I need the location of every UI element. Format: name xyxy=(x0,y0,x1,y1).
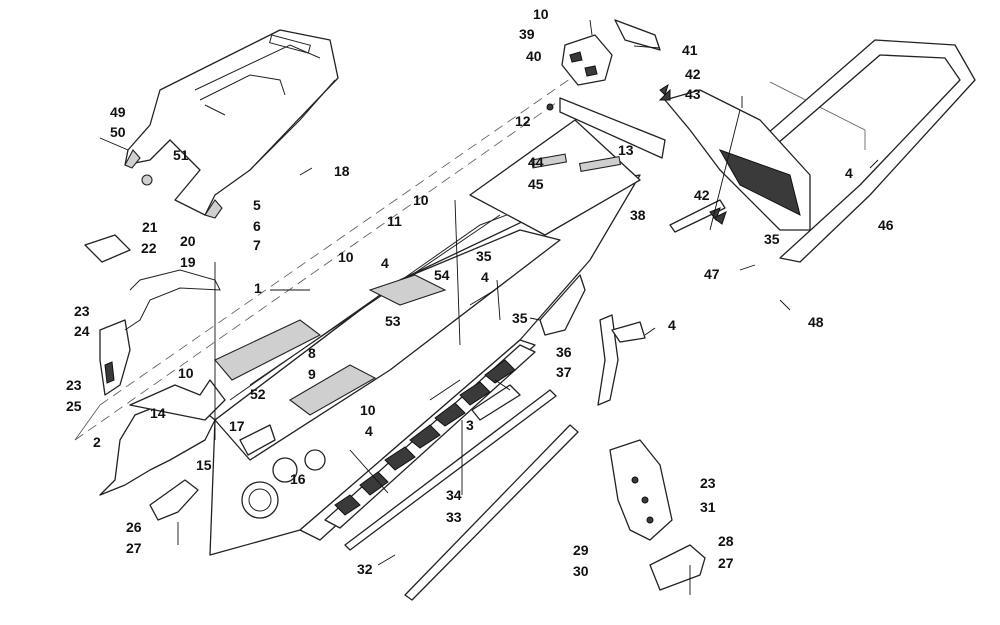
callout-label: 6 xyxy=(253,218,261,234)
callout-label: 22 xyxy=(141,240,157,256)
callout-label: 37 xyxy=(556,364,572,380)
callout-label: 7 xyxy=(253,237,261,253)
callout-label: 10 xyxy=(178,365,194,381)
callout-label: 25 xyxy=(66,398,82,414)
callout-label: 10 xyxy=(533,6,549,22)
callout-label: 28 xyxy=(718,533,734,549)
callout-label: 18 xyxy=(334,163,350,179)
callout-label: 24 xyxy=(74,323,90,339)
callout-label: 46 xyxy=(878,217,894,233)
callout-label: 9 xyxy=(308,366,316,382)
top-bracket xyxy=(561,19,661,86)
callout-label: 10 xyxy=(338,249,354,265)
callout-label: 33 xyxy=(446,509,462,525)
callout-label: 4 xyxy=(481,269,489,285)
callout-label: 26 xyxy=(126,519,142,535)
callout-label: 1 xyxy=(254,280,262,296)
callout-label: 4 xyxy=(381,255,389,271)
callout-label: 13 xyxy=(618,142,634,158)
callout-label: 12 xyxy=(515,113,531,129)
callout-label: 48 xyxy=(808,314,824,330)
callout-labels: 10 39 40 41 42 43 49 50 51 12 13 44 45 4… xyxy=(66,6,894,579)
callout-label: 16 xyxy=(290,471,306,487)
leader-lines xyxy=(177,19,879,595)
callout-label: 23 xyxy=(66,377,82,393)
callout-label: 47 xyxy=(704,266,720,282)
callout-label: 10 xyxy=(360,402,376,418)
callout-label: 41 xyxy=(682,42,698,58)
callout-label: 21 xyxy=(142,219,158,235)
callout-label: 23 xyxy=(74,303,90,319)
tunnel-chassis xyxy=(209,174,641,556)
callout-label: 10 xyxy=(413,192,429,208)
callout-label: 54 xyxy=(434,267,450,283)
callout-label: 4 xyxy=(365,423,373,439)
callout-label: 34 xyxy=(446,487,462,503)
callout-label: 29 xyxy=(573,542,589,558)
callout-label: 51 xyxy=(173,147,189,163)
callout-label: 11 xyxy=(387,213,402,229)
callout-label: 40 xyxy=(526,48,542,64)
side-brackets xyxy=(471,274,646,421)
callout-label: 42 xyxy=(694,187,710,203)
callout-label: 49 xyxy=(110,104,126,120)
callout-label: 4 xyxy=(668,317,676,333)
callout-label: 30 xyxy=(573,563,589,579)
rear-bumper xyxy=(759,39,976,263)
callout-label: 35 xyxy=(476,248,492,264)
running-board xyxy=(149,439,706,591)
callout-label: 27 xyxy=(126,540,142,556)
callout-label: 31 xyxy=(700,499,716,515)
callout-label: 32 xyxy=(357,561,373,577)
callout-label: 3 xyxy=(466,417,474,433)
callout-label: 42 xyxy=(685,66,701,82)
callout-label: 5 xyxy=(253,197,261,213)
callout-label: 27 xyxy=(718,555,734,571)
callout-label: 4 xyxy=(845,165,853,181)
callout-label: 44 xyxy=(528,154,544,170)
callout-label: 15 xyxy=(196,457,212,473)
seat-assembly xyxy=(99,29,339,219)
callout-label: 52 xyxy=(250,386,266,402)
callout-label: 38 xyxy=(630,207,646,223)
assembly-reference-lines xyxy=(74,64,866,441)
callout-label: 35 xyxy=(764,231,780,247)
callout-label: 39 xyxy=(519,26,535,42)
callout-label: 50 xyxy=(110,124,126,140)
rear-flap xyxy=(659,83,811,233)
callout-label: 17 xyxy=(229,418,245,434)
callout-label: 36 xyxy=(556,344,572,360)
callout-label: 45 xyxy=(528,176,544,192)
front-left-brackets xyxy=(84,234,226,496)
callout-label: 23 xyxy=(700,475,716,491)
heat-exchanger xyxy=(324,344,536,529)
callout-label: 20 xyxy=(180,233,196,249)
callout-label: 2 xyxy=(93,434,101,450)
callout-label: 35 xyxy=(512,310,528,326)
callout-label: 14 xyxy=(150,405,166,421)
callout-label: 53 xyxy=(385,313,401,329)
callout-label: 43 xyxy=(685,86,701,102)
callout-label: 19 xyxy=(180,254,196,270)
slide-rails xyxy=(344,389,579,601)
callout-label: 8 xyxy=(308,345,316,361)
rear-cover-plate xyxy=(469,97,666,236)
